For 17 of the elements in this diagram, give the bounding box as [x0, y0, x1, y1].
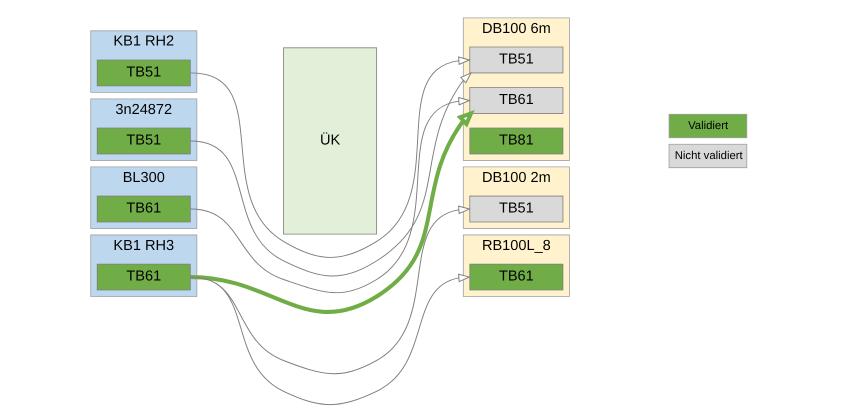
- node-box: TB51: [96, 60, 191, 86]
- legend-label: Nicht validiert: [674, 150, 743, 162]
- node-box: TB61: [469, 264, 564, 290]
- node-box: TB61: [96, 264, 191, 290]
- node-box: TB61: [469, 87, 564, 114]
- node-box: TB51: [96, 128, 191, 154]
- arrow: [190, 96, 471, 294]
- arrow: [190, 72, 472, 276]
- node-box: ÜK: [283, 47, 378, 235]
- legend-label: Validiert: [688, 120, 728, 132]
- node-box: TB81: [469, 128, 564, 154]
- node-box: TB51: [469, 196, 564, 222]
- node-box: TB51: [469, 46, 564, 74]
- arrow: [190, 274, 471, 406]
- arrow: [190, 110, 475, 314]
- node-box: TB61: [96, 196, 191, 222]
- arrow: [190, 56, 471, 258]
